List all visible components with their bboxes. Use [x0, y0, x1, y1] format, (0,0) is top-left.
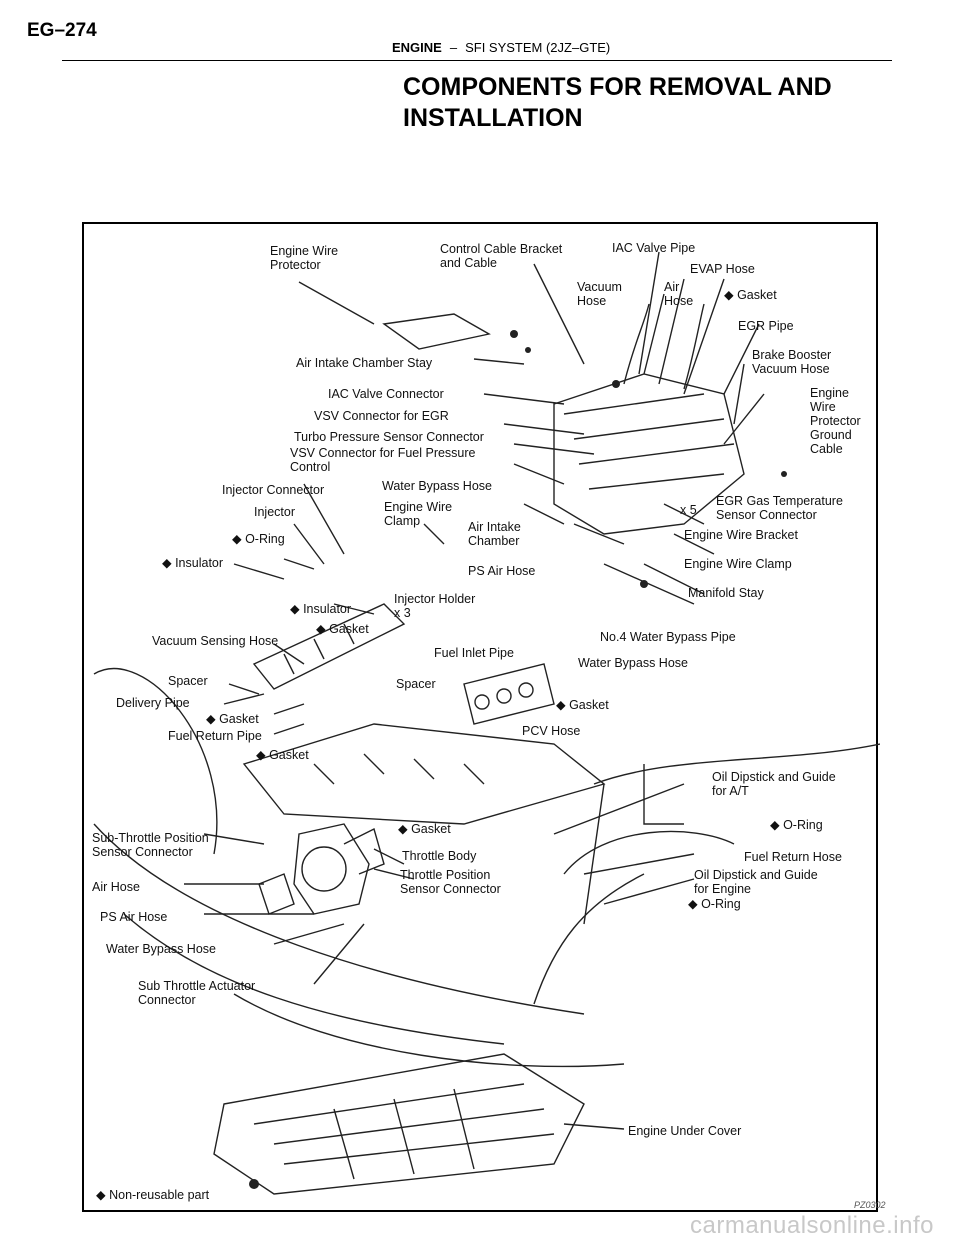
label-manifold-stay: Manifold Stay — [688, 586, 764, 600]
label-oil-dipstick-at: Oil Dipstick and Guide for A/T — [712, 770, 836, 798]
label-spacer-left: Spacer — [168, 674, 208, 688]
label-throttle-body: Throttle Body — [402, 849, 477, 863]
section-header: ENGINE–SFI SYSTEM (2JZ–GTE) — [392, 40, 610, 55]
label-air-intake-chamber-stay: Air Intake Chamber Stay — [296, 356, 433, 370]
label-fuel-return-pipe: Fuel Return Pipe — [168, 729, 262, 743]
label-fuel-return-hose: Fuel Return Hose — [744, 850, 842, 864]
label-delivery-pipe: Delivery Pipe — [116, 696, 190, 710]
label-iac-valve-connector: IAC Valve Connector — [328, 387, 444, 401]
label-insulator-mid: ◆ Insulator — [290, 602, 352, 616]
label-spacer-right: Spacer — [396, 677, 436, 691]
label-water-bypass-hose-top: Water Bypass Hose — [382, 479, 492, 493]
label-o-ring-left: ◆ O-Ring — [232, 532, 285, 546]
label-engine-under-cover: Engine Under Cover — [628, 1124, 742, 1138]
label-turbo-pressure-sensor-connector: Turbo Pressure Sensor Connector — [294, 430, 484, 444]
label-water-bypass-hose-mid: Water Bypass Hose — [578, 656, 688, 670]
label-throttle-position-sensor-connector: Throttle Position Sensor Connector — [400, 868, 501, 896]
label-vsv-connector-fuel-pressure: VSV Connector for Fuel Pressure Control — [290, 446, 476, 474]
label-injector-holder: Injector Holder x 3 — [394, 592, 476, 620]
figure-code: PZ0302 — [854, 1200, 886, 1210]
label-gasket-delivery: ◆ Gasket — [206, 712, 259, 726]
label-vacuum-hose: Vacuum Hose — [577, 280, 622, 308]
label-engine-wire-clamp-right: Engine Wire Clamp — [684, 557, 792, 571]
label-engine-wire-bracket: Engine Wire Bracket — [684, 528, 798, 542]
label-evap-hose: EVAP Hose — [690, 262, 755, 276]
label-egr-gas-temperature-sensor-connector: EGR Gas Temperature Sensor Connector — [716, 494, 843, 522]
watermark: carmanualsonline.info — [690, 1212, 934, 1239]
chapter-name: ENGINE — [392, 40, 442, 55]
label-egr-pipe: EGR Pipe — [738, 319, 794, 333]
label-ps-air-hose-top: PS Air Hose — [468, 564, 536, 578]
label-water-bypass-hose-bottom: Water Bypass Hose — [106, 942, 216, 956]
diagram-drawing — [93, 251, 880, 1195]
label-o-ring-engine: ◆ O-Ring — [688, 897, 741, 911]
components-diagram: Engine Wire Protector Control Cable Brac… — [82, 222, 886, 1212]
label-injector-connector: Injector Connector — [222, 483, 325, 497]
label-injector: Injector — [254, 505, 295, 519]
label-air-intake-chamber: Air Intake Chamber — [468, 520, 521, 548]
label-gasket-throttle: ◆ Gasket — [398, 822, 451, 836]
label-engine-wire-protector-ground-cable: Engine Wire Protector Ground Cable — [810, 386, 861, 456]
page-title: COMPONENTS FOR REMOVAL AND INSTALLATION — [403, 73, 832, 132]
label-oil-dipstick-engine: Oil Dipstick and Guide for Engine — [694, 868, 818, 896]
label-engine-wire-clamp-left: Engine Wire Clamp — [384, 500, 453, 528]
label-no4-water-bypass-pipe: No.4 Water Bypass Pipe — [600, 630, 736, 644]
page-number: EG–274 — [27, 20, 97, 41]
label-vsv-connector-egr: VSV Connector for EGR — [314, 409, 449, 423]
header-rule — [62, 60, 892, 61]
label-gasket-manifold: ◆ Gasket — [556, 698, 609, 712]
label-gasket-top: ◆ Gasket — [724, 288, 777, 302]
label-sub-throttle-position-sensor-connector: Sub-Throttle Position Sensor Connector — [92, 831, 209, 859]
label-control-cable-bracket: Control Cable Bracket and Cable — [440, 242, 563, 270]
label-engine-wire-protector-top: Engine Wire Protector — [270, 244, 339, 272]
label-pcv-hose: PCV Hose — [522, 724, 581, 738]
label-ps-air-hose-bottom: PS Air Hose — [100, 910, 168, 924]
label-o-ring-right: ◆ O-Ring — [770, 818, 823, 832]
header-separator: – — [449, 40, 458, 55]
label-vacuum-sensing-hose: Vacuum Sensing Hose — [152, 634, 279, 648]
label-fuel-inlet-pipe: Fuel Inlet Pipe — [434, 646, 514, 660]
label-iac-valve-pipe: IAC Valve Pipe — [612, 241, 696, 255]
label-x5: x 5 — [680, 503, 697, 517]
label-sub-throttle-actuator-connector: Sub Throttle Actuator Connector — [138, 979, 256, 1007]
label-air-hose-bottom: Air Hose — [92, 880, 140, 894]
label-brake-booster-vacuum-hose: Brake Booster Vacuum Hose — [752, 348, 832, 376]
label-insulator-left: ◆ Insulator — [162, 556, 224, 570]
label-gasket-mid: ◆ Gasket — [316, 622, 369, 636]
legend-non-reusable-part: ◆ Non-reusable part — [96, 1188, 210, 1202]
label-air-hose-top: Air Hose — [664, 280, 694, 308]
label-gasket-fuel-return: ◆ Gasket — [256, 748, 309, 762]
section-name: SFI SYSTEM (2JZ–GTE) — [465, 40, 611, 55]
